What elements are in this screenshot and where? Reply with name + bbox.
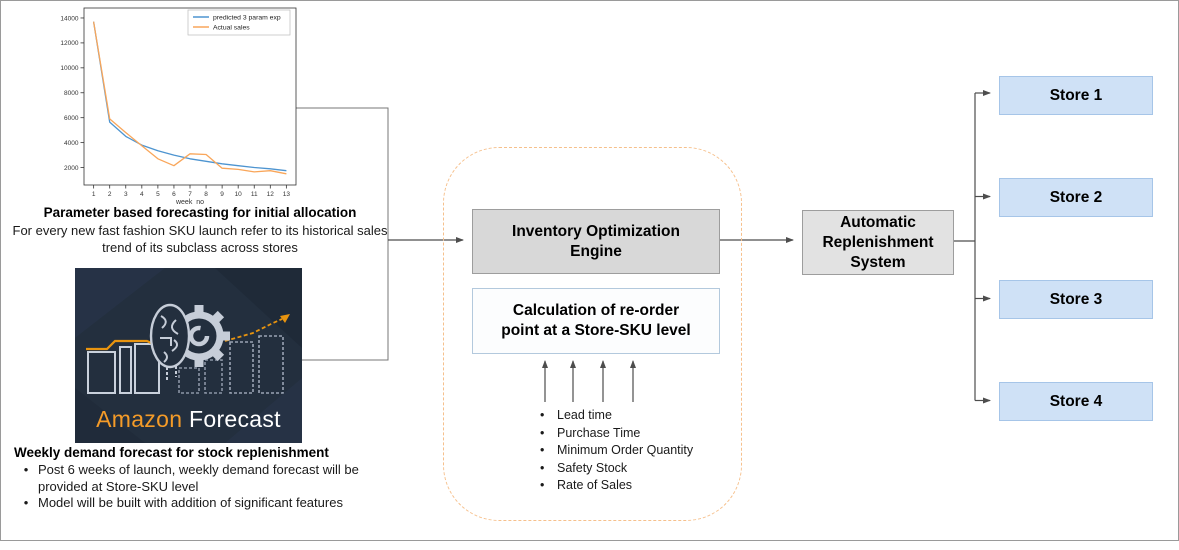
- param-rate-of-sales: • Rate of Sales: [540, 478, 633, 493]
- svg-text:12000: 12000: [60, 40, 78, 47]
- svg-text:11: 11: [251, 191, 258, 198]
- param-lead-time: • Lead time: [540, 408, 612, 422]
- brain-icon: [149, 303, 191, 380]
- inventory-optimization-engine-box: Inventory Optimization Engine: [472, 209, 720, 274]
- svg-text:12: 12: [267, 191, 275, 198]
- svg-text:6: 6: [172, 191, 176, 198]
- forecast-caption: Parameter based forecasting for initial …: [8, 205, 392, 256]
- store-2-box: Store 2: [999, 178, 1153, 217]
- trend-arrow-icon: [224, 314, 290, 342]
- svg-text:4000: 4000: [64, 140, 79, 147]
- svg-text:4: 4: [140, 191, 144, 198]
- svg-text:9: 9: [220, 191, 224, 198]
- svg-text:7: 7: [188, 191, 192, 198]
- svg-text:14000: 14000: [60, 15, 78, 22]
- reorder-calculation-box: Calculation of re-order point at a Store…: [472, 288, 720, 354]
- param-min-order-quantity: • Minimum Order Quantity: [540, 443, 694, 458]
- forecast-caption-body: For every new fast fashion SKU launch re…: [12, 223, 388, 255]
- param-safety-stock: • Safety Stock: [540, 460, 628, 475]
- svg-text:8: 8: [204, 191, 208, 198]
- orange-trend-line: [86, 339, 152, 351]
- svg-text:10000: 10000: [60, 65, 78, 72]
- svg-text:13: 13: [283, 191, 291, 198]
- amazon-forecast-image: Amazon Forecast: [75, 268, 302, 443]
- weekly-caption-title: Weekly demand forecast for stock repleni…: [14, 445, 329, 460]
- forecast-caption-title: Parameter based forecasting for initial …: [43, 205, 357, 220]
- param-purchase-time: • Purchase Time: [540, 425, 641, 440]
- svg-text:10: 10: [235, 191, 243, 198]
- store-3-box: Store 3: [999, 280, 1153, 319]
- svg-text:2000: 2000: [64, 165, 79, 172]
- background-polygons: [75, 268, 302, 443]
- store-1-box: Store 1: [999, 76, 1153, 115]
- optimization-group-outline: [443, 147, 742, 521]
- weekly-forecast-caption: Weekly demand forecast for stock repleni…: [14, 445, 400, 512]
- bar-chart-icon: [87, 335, 284, 394]
- reorder-parameters-list: • Lead time • Purchase Time • Minimum Or…: [540, 407, 693, 495]
- automatic-replenishment-system-box: Automatic Replenishment System: [802, 210, 954, 275]
- svg-text:6000: 6000: [64, 115, 79, 122]
- svg-text:5: 5: [156, 191, 160, 198]
- calc-box-label: Calculation of re-order point at a Store…: [501, 302, 691, 339]
- amazon-brand-text: Amazon: [96, 406, 183, 432]
- weekly-bullet-1: • Post 6 weeks of launch, weekly demand …: [23, 462, 359, 494]
- weekly-bullet-2: • Model will be built with addition of s…: [23, 495, 343, 510]
- amazon-forecast-graphic: [75, 268, 302, 443]
- svg-text:week_no: week_no: [175, 199, 204, 205]
- svg-text:3: 3: [124, 191, 128, 198]
- amazon-forecast-wordmark: Amazon Forecast: [75, 406, 302, 433]
- svg-text:2: 2: [108, 191, 112, 198]
- ars-box-label: Automatic Replenishment System: [822, 213, 934, 271]
- svg-text:8000: 8000: [64, 90, 79, 97]
- engine-box-label: Inventory Optimization Engine: [512, 222, 680, 260]
- forecast-product-text: Forecast: [189, 406, 281, 432]
- store-4-box: Store 4: [999, 382, 1153, 421]
- svg-text:predicted 3 param exp: predicted 3 param exp: [213, 14, 281, 21]
- svg-text:Actual sales: Actual sales: [213, 24, 250, 31]
- svg-text:1: 1: [92, 191, 96, 198]
